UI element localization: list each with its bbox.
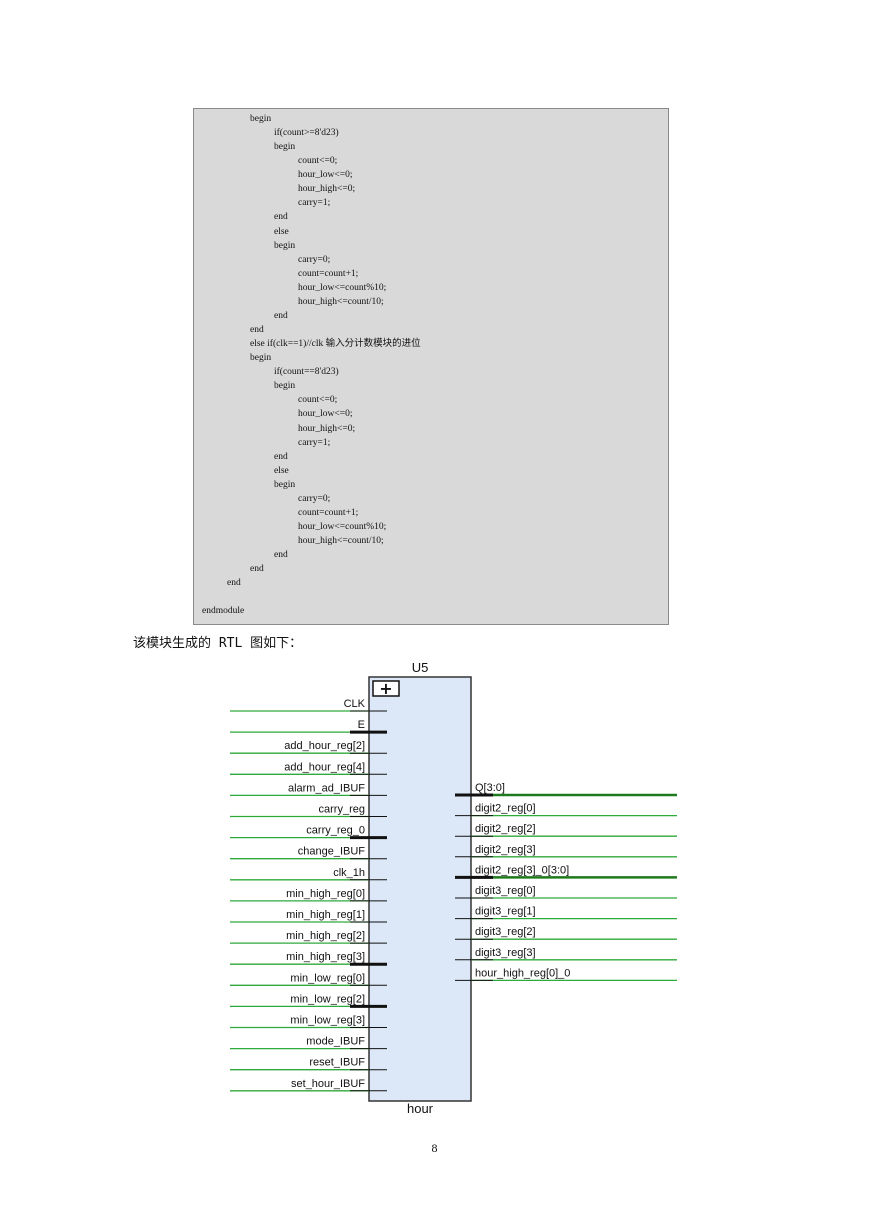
output-port-label: digit2_reg[3] (475, 844, 536, 856)
code-line: end (274, 310, 288, 321)
input-port-label: add_hour_reg[4] (284, 761, 365, 773)
input-port-label: min_low_reg[2] (290, 993, 365, 1005)
input-port-label: reset_IBUF (309, 1057, 365, 1069)
code-line: begin (274, 142, 296, 153)
code-line: end (250, 325, 264, 336)
input-port-label: CLK (344, 698, 366, 710)
input-port-label: min_high_reg[0] (286, 888, 365, 900)
code-line: hour_low<=0; (298, 409, 353, 420)
code-line: if(count==8'd23) (274, 367, 339, 378)
module-name: hour (407, 1101, 434, 1116)
code-line: if(count>=8'd23) (274, 128, 339, 139)
input-port-label: change_IBUF (298, 846, 366, 858)
output-port-label: digit2_reg[0] (475, 803, 536, 815)
input-port-label: E (358, 719, 365, 731)
input-port-label: min_low_reg[3] (290, 1015, 365, 1027)
input-port-label: min_high_reg[3] (286, 951, 365, 963)
input-port-label: min_low_reg[0] (290, 972, 365, 984)
code-line: else (274, 465, 289, 476)
output-port-label: digit2_reg[2] (475, 823, 536, 835)
page-number: 8 (431, 1141, 438, 1155)
output-port-label: digit3_reg[2] (475, 926, 536, 938)
input-port-label: add_hour_reg[2] (284, 740, 365, 752)
code-line: count=count+1; (298, 507, 359, 518)
code-line: end (250, 564, 264, 575)
code-line: begin (250, 114, 272, 124)
input-port-label: carry_reg (319, 804, 365, 816)
code-line: count<=0; (298, 395, 338, 406)
code-line: end (227, 578, 241, 589)
instance-label: U5 (412, 660, 429, 675)
code-line: carry=0; (298, 493, 331, 504)
expand-icon: + (379, 679, 392, 698)
output-port-label: Q[3:0] (475, 782, 505, 794)
code-line: begin (274, 479, 296, 490)
code-line: endmodule (202, 606, 245, 617)
module-block (368, 676, 472, 1102)
output-port-label: digit3_reg[1] (475, 906, 536, 918)
output-port-label: hour_high_reg[0]_0 (475, 967, 570, 979)
code-line: else (274, 226, 289, 237)
input-port-label: min_high_reg[2] (286, 930, 365, 942)
code-line: begin (274, 381, 296, 392)
code-line: carry=1; (298, 437, 331, 448)
code-line: hour_high<=count/10; (298, 296, 384, 307)
code-line: hour_low<=count%10; (298, 282, 387, 293)
code-line: begin (250, 353, 272, 364)
code-line: hour_low<=0; (298, 170, 353, 181)
code-line: carry=1; (298, 198, 331, 209)
input-port-label: mode_IBUF (306, 1036, 365, 1048)
input-port-label: min_high_reg[1] (286, 909, 365, 921)
output-port-label: digit2_reg[3]_0[3:0] (475, 864, 569, 876)
input-port-label: carry_reg_0 (306, 825, 365, 837)
code-line: count<=0; (298, 156, 338, 167)
code-line: end (274, 451, 288, 462)
input-port-label: set_hour_IBUF (291, 1078, 365, 1090)
code-line: carry=0; (298, 254, 331, 265)
code-line: hour_high<=count/10; (298, 536, 384, 547)
code-line: hour_high<=0; (298, 184, 356, 195)
code-line: count=count+1; (298, 268, 359, 279)
output-port-label: digit3_reg[0] (475, 885, 536, 897)
code-line: hour_high<=0; (298, 423, 356, 434)
expand-button-frame (372, 680, 400, 697)
code-line: end (274, 212, 288, 223)
code-line: begin (274, 240, 296, 251)
input-port-label: alarm_ad_IBUF (288, 782, 365, 794)
code-line: hour_low<=count%10; (298, 522, 387, 533)
code-line: end (274, 550, 288, 561)
input-port-label: clk_1h (333, 867, 365, 879)
figure-caption: 该模块生成的 RTL 图如下： (133, 636, 303, 651)
code-line: else if(clk==1)//clk 输入分计数模块的进位 (250, 339, 421, 350)
output-port-label: digit3_reg[3] (475, 947, 536, 959)
